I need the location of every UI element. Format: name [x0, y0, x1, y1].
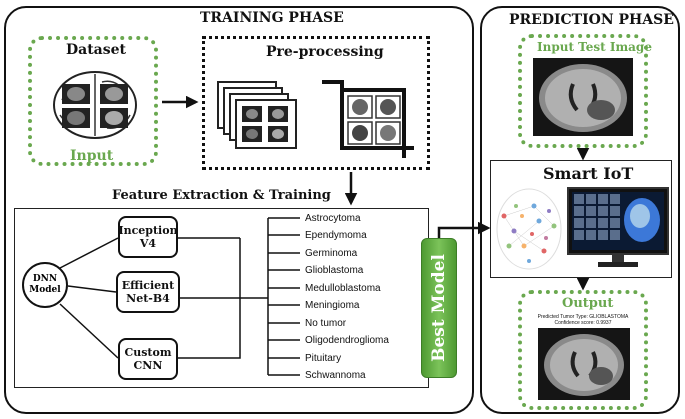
class-label: Ependymoma: [305, 230, 367, 241]
class-label: No tumor: [305, 318, 347, 329]
preprocessing-box: [202, 36, 430, 170]
monitor-icon: [566, 186, 670, 270]
mri-output-image: [538, 328, 630, 400]
class-label: Astrocytoma: [305, 213, 361, 224]
mri-input-image: [533, 58, 633, 136]
image-stack-icon: [216, 80, 306, 152]
feature-extraction-label: Feature Extraction & Training: [112, 188, 331, 203]
best-model-box: Best Model: [421, 238, 457, 378]
predicted-text: Predicted Tumor Type: GLIOBLASTOMA: [537, 314, 629, 320]
class-label: Germinoma: [305, 248, 358, 259]
class-label: Oligodendroglioma: [305, 335, 389, 346]
input-test-box: [518, 34, 648, 148]
dnn-model-node: DNN Model: [22, 262, 68, 308]
class-label: Schwannoma: [305, 370, 366, 381]
input-label: Input: [70, 148, 114, 164]
brain-scan-icon: [52, 70, 138, 140]
prediction-phase-title: PREDICTION PHASE: [509, 12, 674, 28]
output-label: Output: [562, 296, 614, 311]
dnn-model-label: DNN Model: [29, 274, 61, 295]
prediction-phase-panel: [480, 6, 680, 414]
crop-grid-icon: [318, 78, 418, 160]
dataset-label: Dataset: [66, 42, 127, 58]
training-phase-panel: [4, 6, 474, 414]
smart-iot-label: Smart IoT: [543, 164, 634, 183]
class-label: Medulloblastoma: [305, 283, 381, 294]
custom-cnn-box: Custom CNN: [118, 338, 178, 380]
confidence-text: Confidence score: 0.9937: [554, 320, 612, 326]
efficientnet-b4-box: Efficient Net-B4: [116, 271, 180, 313]
output-box: [518, 290, 648, 410]
class-label: Pituitary: [305, 353, 342, 364]
dataset-box: [28, 36, 158, 166]
class-label: Glioblastoma: [305, 265, 364, 276]
training-phase-title: TRAINING PHASE: [200, 10, 344, 26]
class-label: Meningioma: [305, 300, 360, 311]
input-test-label: Input Test Image: [537, 40, 652, 54]
iot-network-icon: [494, 186, 564, 272]
preprocessing-label: Pre-processing: [266, 44, 384, 60]
inception-v4-box: Inception V4: [118, 216, 178, 258]
